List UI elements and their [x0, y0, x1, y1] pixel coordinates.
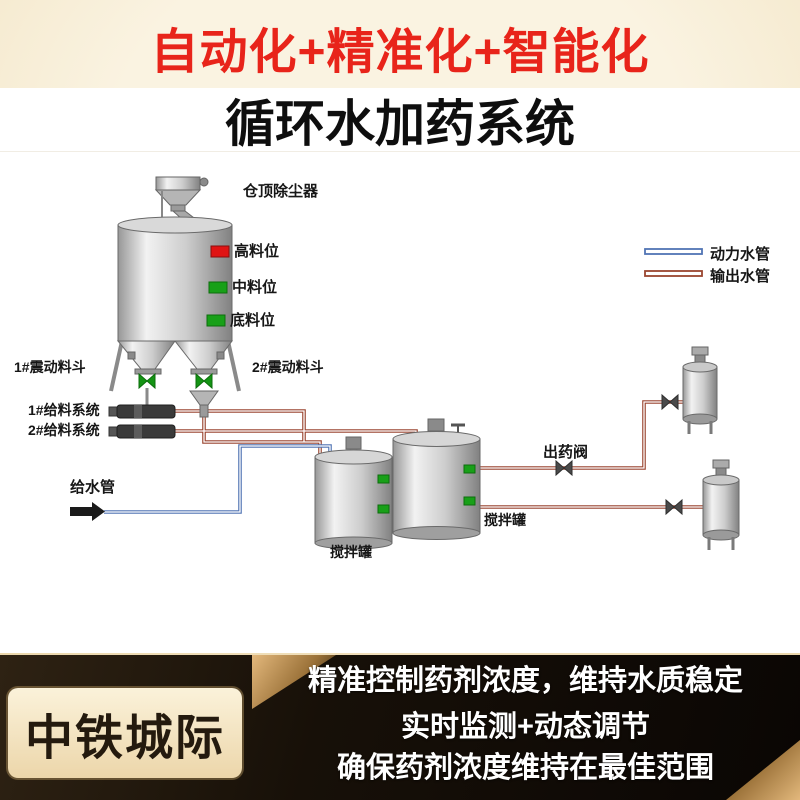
slogan-banner: 自动化+精准化+智能化 [150, 26, 650, 79]
system-diagram: 动力水管 输出水管 仓顶除尘器 高料位 中料位 底料位 1#震动料斗 2#震动料… [8, 155, 792, 652]
legend-swatch-power [644, 248, 703, 255]
power-pipe-lines [104, 444, 332, 514]
dosing-valve [555, 459, 573, 477]
level-indicator-mid [208, 281, 228, 294]
legend-label-power: 动力水管 [710, 245, 770, 263]
mixing-tank-1 [314, 436, 393, 550]
label-level-low: 底料位 [230, 311, 275, 329]
vibrating-hopper-2-assembly [189, 372, 219, 418]
label-feeding-system-1: 1#给料系统 [28, 402, 100, 418]
footer-text-block: 精准控制药剂浓度，维持水质稳定 实时监测+动态调节 确保药剂浓度维持在最佳范围 [255, 655, 796, 800]
vibrating-hopper-1-assembly [138, 372, 156, 405]
content-panel: 循环水加药系统 [0, 88, 800, 653]
feeder-2 [108, 424, 176, 439]
label-water-supply: 给水管 [70, 478, 115, 496]
label-vibrating-hopper-2: 2#震动料斗 [252, 359, 324, 375]
footer-panel: 中铁城际 精准控制药剂浓度，维持水质稳定 实时监测+动态调节 确保药剂浓度维持在… [0, 655, 800, 800]
legend-swatch-output [644, 270, 703, 277]
footer-line-3: 确保药剂浓度维持在最佳范围 [336, 752, 714, 784]
legend-label-output: 输出水管 [710, 267, 770, 285]
feeder-1 [108, 404, 176, 419]
label-feeding-system-2: 2#给料系统 [28, 422, 100, 438]
dosing-pump-2 [665, 459, 740, 550]
power-pipe-centerline [104, 445, 331, 513]
label-level-mid: 中料位 [232, 278, 277, 296]
storage-silo [109, 216, 241, 392]
brand-box: 中铁城际 [8, 688, 242, 778]
page-title: 循环水加药系统 [0, 88, 800, 152]
water-flow-arrow [70, 502, 105, 521]
label-level-high: 高料位 [234, 242, 279, 260]
diagram-svg: 动力水管 输出水管 仓顶除尘器 高料位 中料位 底料位 1#震动料斗 2#震动料… [14, 176, 770, 560]
label-dosing-valve: 出药阀 [543, 443, 588, 461]
footer-line-2: 实时监测+动态调节 [401, 711, 650, 743]
label-vibrating-hopper-1: 1#震动料斗 [14, 359, 86, 375]
pipe-legend: 动力水管 输出水管 [644, 245, 770, 285]
dosing-pump-1 [661, 346, 718, 434]
output-pipe-centerline [175, 401, 703, 508]
label-dust-collector: 仓顶除尘器 [242, 182, 319, 200]
label-mixing-tank-1: 搅拌罐 [330, 544, 372, 560]
brand-name: 中铁城际 [24, 712, 225, 765]
dust-collector [154, 176, 209, 222]
level-indicator-high [210, 245, 230, 258]
label-mixing-tank-2: 搅拌罐 [484, 512, 526, 528]
level-indicator-low [206, 314, 226, 327]
mixing-tank-2 [392, 418, 481, 540]
footer-line-1: 精准控制药剂浓度，维持水质稳定 [307, 665, 743, 697]
